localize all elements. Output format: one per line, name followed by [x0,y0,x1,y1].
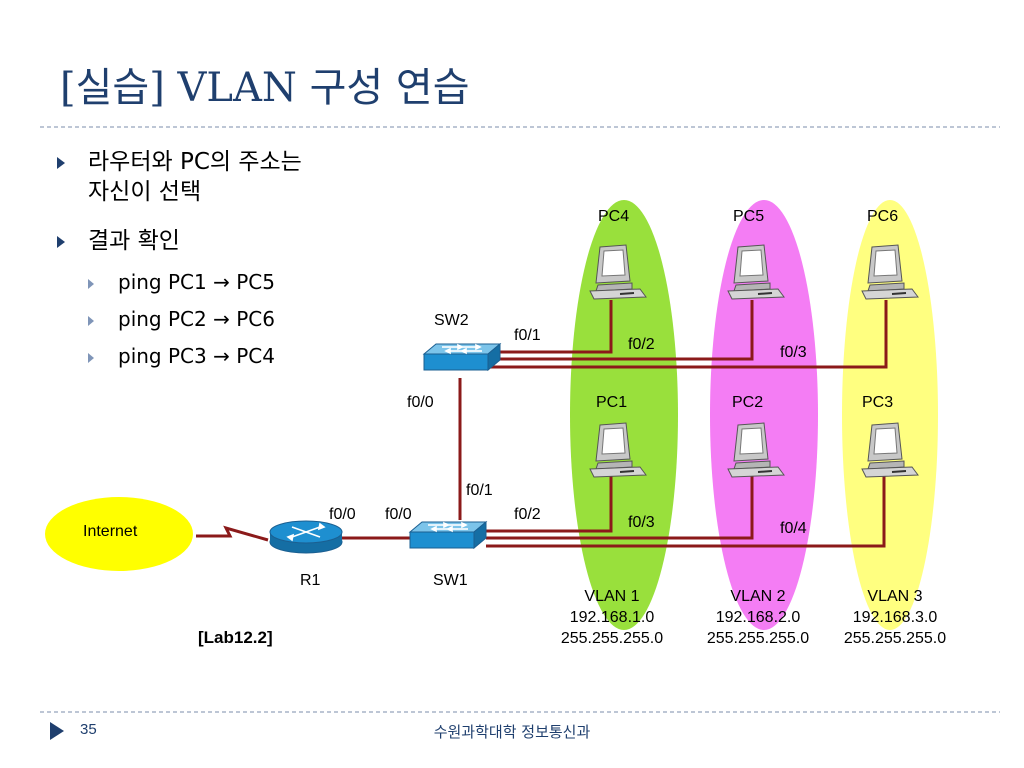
bullet-arrow-icon [57,157,65,169]
sub-bullet-arrow-icon [88,316,94,326]
vlan3-name: VLAN 3 [867,588,923,605]
vlan3-info: VLAN 3 192.168.3.0 255.255.255.0 [825,586,965,649]
vlan2-network: 192.168.2.0 [715,609,801,626]
bullet-arrow-icon [57,236,65,248]
sw1-f03-label: f0/3 [628,514,655,531]
link-sw2-pc6 [486,300,888,369]
vlan3-mask: 255.255.255.0 [843,630,947,647]
footer-text: 수원과학대학 정보통신과 [433,723,591,741]
link-sw1-pc2 [486,475,754,540]
sw1-label: SW1 [433,572,468,589]
link-sw1-pc1 [486,475,613,533]
vlan1-network: 192.168.1.0 [569,609,655,626]
internet-label: Internet [83,523,138,540]
r1-f00-label: f0/0 [329,506,356,523]
sw2-f02-label: f0/2 [628,336,655,353]
vlan2-name: VLAN 2 [730,588,786,605]
sub-bullet-arrow-icon [88,353,94,363]
sw2-f01-label: f0/1 [514,327,541,344]
link-sw2-pc5 [486,300,754,361]
sub-bullet-2: ping PC2 → PC6 [118,307,275,331]
sub-bullet-3: ping PC3 → PC4 [118,344,275,368]
router-icon [269,520,343,554]
bullet-1-line1: 라우터와 PC의 주소는 [88,149,302,175]
router-label: R1 [300,572,321,589]
pc6-label: PC6 [867,208,899,225]
sub-bullet-arrow-icon [88,279,94,289]
bullet-2: 결과 확인 [88,228,180,254]
serial-link [196,525,269,542]
vlan2-info: VLAN 2 192.168.2.0 255.255.255.0 [688,586,828,649]
lab-label: [Lab12.2] [198,628,273,647]
vlan3-area [842,200,938,630]
vlan1-mask: 255.255.255.0 [560,630,664,647]
pc4-label: PC4 [598,208,630,225]
vlan1-name: VLAN 1 [584,588,640,605]
sw1-f02-label: f0/2 [514,506,541,523]
link-sw1-pc3 [486,475,886,548]
vlan2-mask: 255.255.255.0 [706,630,810,647]
sw1-f01-label: f0/1 [466,482,493,499]
sw2-label: SW2 [434,312,469,329]
footer-arrow-icon [50,722,64,740]
sub-bullet-1: ping PC1 → PC5 [118,270,275,294]
vlan2-area [710,200,818,630]
sw1-f04-label: f0/4 [780,520,807,537]
pc2-label: PC2 [732,394,764,411]
internet-cloud [45,497,193,571]
sw2-f03-label: f0/3 [780,344,807,361]
sw2-f00-label: f0/0 [407,394,434,411]
page-number: 35 [80,721,97,738]
pc1-label: PC1 [596,394,628,411]
sw1-f00-label: f0/0 [385,506,412,523]
vlan1-info: VLAN 1 192.168.1.0 255.255.255.0 [542,586,682,649]
link-sw2-pc4 [486,300,613,354]
switch-sw2-icon [423,343,501,371]
vlan3-network: 192.168.3.0 [852,609,938,626]
switch-sw1-icon [409,521,487,549]
bullet-1-line2: 자신이 선택 [88,179,202,205]
vlan1-area [570,200,678,630]
pc3-label: PC3 [862,394,894,411]
pc5-label: PC5 [733,208,765,225]
page-title: [실습] VLAN 구성 연습 [60,65,470,111]
